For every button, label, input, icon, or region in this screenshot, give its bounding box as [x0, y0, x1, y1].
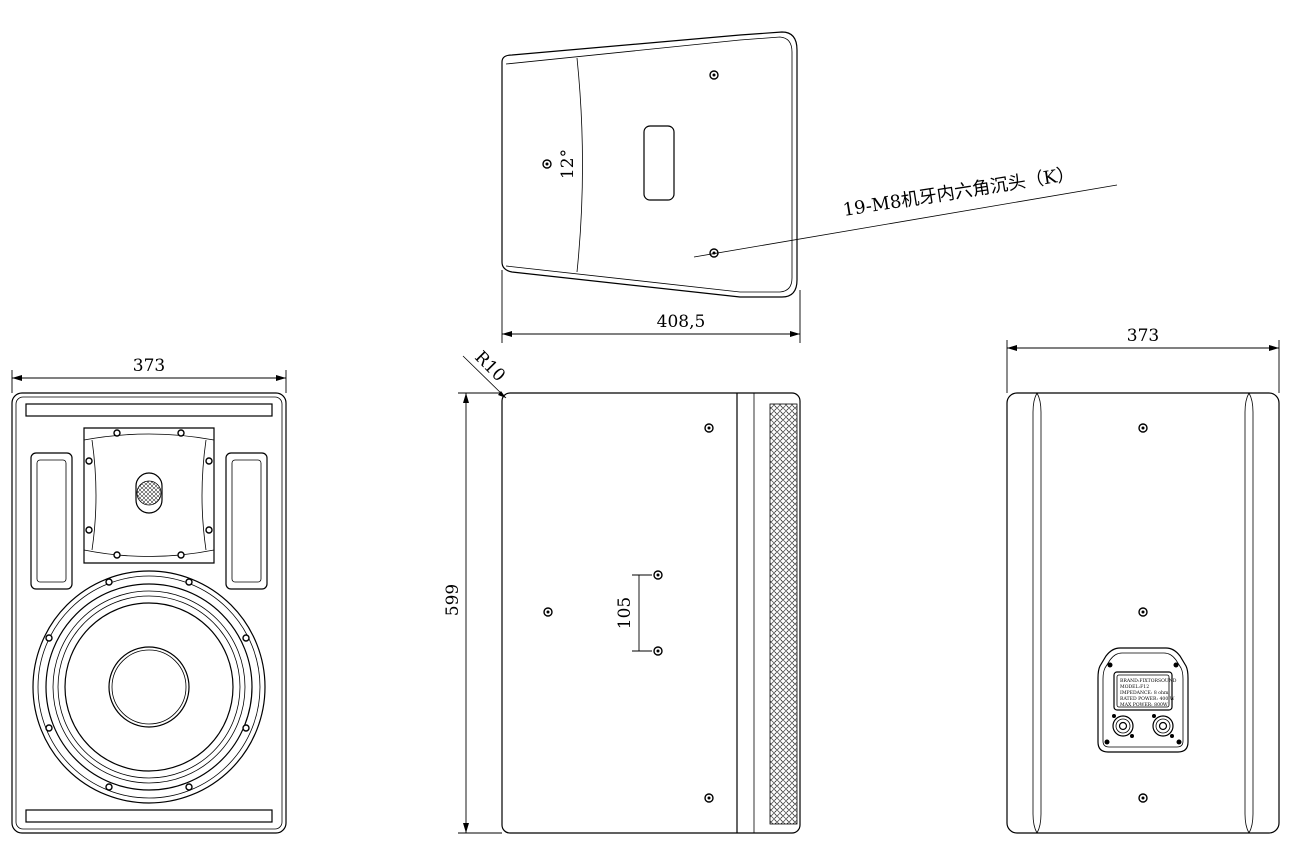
speakon-connector-left — [1112, 714, 1134, 738]
speakon-connector-right — [1152, 714, 1174, 738]
rear-spec-line-2: MODEL:F12 — [1120, 684, 1149, 690]
front-width-label: 373 — [133, 356, 165, 376]
front-cabinet-outline — [11, 392, 287, 834]
rear-cabinet-outline — [1006, 392, 1280, 834]
rear-spec-line-4: RATED POWER: 400 W — [1120, 696, 1175, 702]
woofer — [32, 570, 266, 804]
rear-view: 373 BRAND:FIXTORSOUND MODEL:F12 IMPEDANC… — [1006, 326, 1280, 834]
side-radius-label: R10 — [470, 347, 508, 385]
front-left-handle — [30, 452, 73, 590]
rear-width-label: 373 — [1127, 326, 1159, 346]
tweeter-horn — [83, 427, 215, 564]
callout-leader-line — [693, 184, 1118, 258]
front-bottom-handle-bar — [25, 809, 273, 823]
front-view: 373 — [11, 356, 287, 834]
rear-width-dimension: 373 — [1006, 326, 1280, 393]
rear-spec-line-1: BRAND:FIXTORSOUND — [1120, 678, 1177, 684]
rear-spec-line-3: IMPEDANCE: 8 ohm — [1120, 690, 1169, 696]
side-height-label: 599 — [443, 584, 463, 616]
side-cabinet-outline — [501, 392, 801, 834]
front-top-handle-bar — [25, 403, 273, 417]
side-view: 105 599 R10 — [443, 347, 801, 834]
rear-input-panel: BRAND:FIXTORSOUND MODEL:F12 IMPEDANCE: 8… — [1097, 647, 1189, 753]
rear-spec-plate — [1113, 671, 1173, 711]
top-depth-dimension: 408,5 — [501, 270, 801, 343]
side-grille — [769, 403, 798, 825]
front-right-handle — [225, 452, 268, 590]
top-cabinet-outline — [501, 31, 798, 298]
top-view: 12° 19-M8机牙内六角沉头（K） 408,5 — [501, 31, 1118, 343]
side-height-dimension: 599 — [443, 392, 502, 834]
rear-spec-line-5: MAX POWER: 800W — [1120, 702, 1168, 708]
front-width-dimension: 373 — [11, 356, 287, 393]
callout-label: 19-M8机牙内六角沉头（K） — [841, 164, 1076, 221]
side-spacing-dimension: 105 — [615, 574, 652, 652]
top-depth-label: 408,5 — [657, 312, 706, 332]
top-angle-label: 12° — [558, 149, 578, 179]
side-radius-callout: R10 — [462, 347, 509, 399]
side-spacing-label: 105 — [615, 597, 635, 629]
top-handle-recess — [643, 125, 675, 201]
